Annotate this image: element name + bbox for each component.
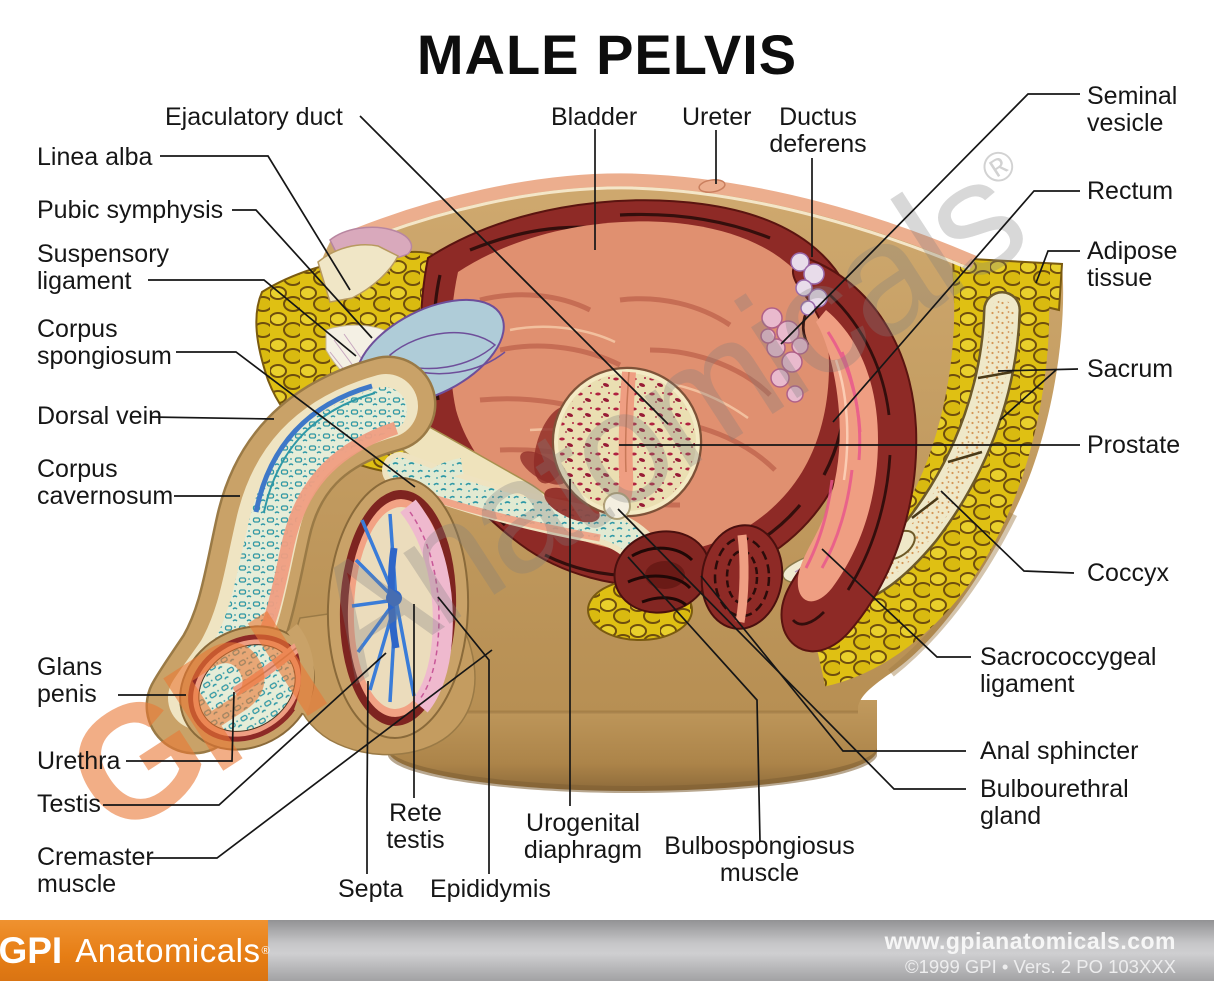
label-ejaculatory-duct: Ejaculatory duct xyxy=(165,103,343,131)
label-anal-sphincter: Anal sphincter xyxy=(980,737,1139,765)
label-urethra: Urethra xyxy=(37,747,121,775)
label-linea-alba: Linea alba xyxy=(37,143,153,171)
label-epididymis: Epididymis xyxy=(430,875,551,903)
footer-copyright: ©1999 GPI • Vers. 2 PO 103XXX xyxy=(904,956,1176,977)
label-corpus-spongiosum: Corpus spongiosum xyxy=(37,315,172,370)
label-cremaster-muscle: Cremaster muscle xyxy=(37,843,154,898)
label-bulbospongiosus-muscle: Bulbospongiosus muscle xyxy=(664,832,855,887)
label-seminal-vesicle: Seminal vesicle xyxy=(1087,82,1178,137)
label-coccyx: Coccyx xyxy=(1087,559,1169,587)
label-corpus-cavernosum: Corpus cavernosum xyxy=(37,455,174,510)
label-ureter: Ureter xyxy=(682,103,752,131)
label-pubic-symphysis: Pubic symphysis xyxy=(37,196,224,224)
model-ureter xyxy=(698,179,726,193)
label-testis: Testis xyxy=(37,790,101,818)
label-prostate: Prostate xyxy=(1087,431,1181,459)
label-bladder: Bladder xyxy=(551,103,638,131)
label-rectum: Rectum xyxy=(1087,177,1174,205)
brand-gpi: GPI xyxy=(0,929,63,971)
model-prostate xyxy=(551,366,703,518)
label-urogenital-diaphragm: Urogenital diaphragm xyxy=(523,809,643,864)
page-title: MALE PELVIS xyxy=(416,23,798,86)
footer-website: www.gpianatomicals.com xyxy=(884,928,1176,954)
label-rete-testis: Rete testis xyxy=(386,799,445,854)
label-glans-penis: Glans penis xyxy=(37,653,103,708)
label-bulbourethral-gland: Bulbourethral gland xyxy=(980,775,1129,830)
brand-logo: GPI Anatomicals® xyxy=(0,920,270,981)
label-sacrococcygeal-ligament: Sacrococcygeal ligament xyxy=(980,643,1157,698)
label-ductus-deferens: Ductus deferens xyxy=(769,103,867,158)
label-septa: Septa xyxy=(338,875,404,903)
footer-bar: GPI Anatomicals® www.gpianatomicals.com ©… xyxy=(0,920,1214,981)
registered-icon: ® xyxy=(261,944,270,957)
footer-info: www.gpianatomicals.com ©1999 GPI • Vers.… xyxy=(885,928,1176,978)
label-sacrum: Sacrum xyxy=(1087,355,1174,383)
label-adipose-tissue: Adipose tissue xyxy=(1087,237,1178,292)
model-bulbourethral-gland xyxy=(603,492,631,520)
label-dorsal-vein: Dorsal vein xyxy=(37,402,163,430)
brand-anatomicals: Anatomicals xyxy=(75,931,261,969)
label-suspensory-ligament: Suspensory ligament xyxy=(37,240,170,295)
